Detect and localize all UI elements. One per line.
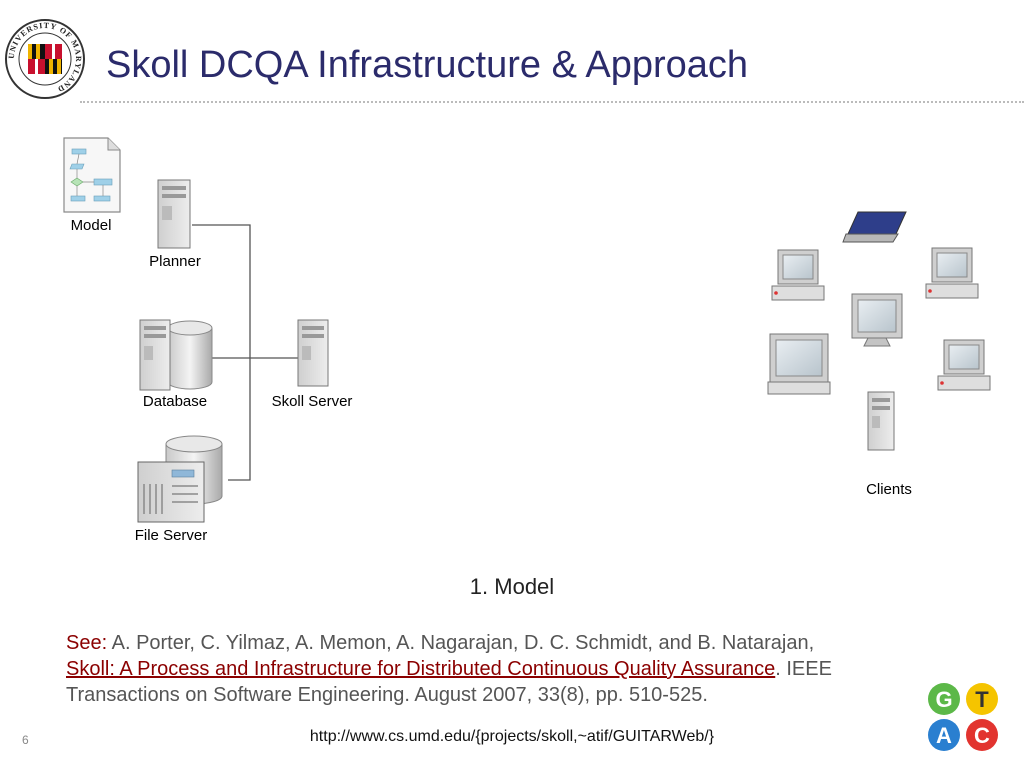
- model-label: Model: [71, 217, 112, 234]
- client-laptop-icon: [842, 211, 907, 243]
- planner-server-icon: [157, 179, 191, 249]
- database-server-icon: [139, 319, 213, 391]
- client-desktop-icon: [771, 249, 825, 301]
- file-server-label: File Server: [135, 527, 208, 544]
- gtac-letter-a: A: [936, 723, 952, 748]
- client-tower-icon: [867, 391, 895, 451]
- gtac-letter-c: C: [974, 723, 990, 748]
- citation-authors: A. Porter, C. Yilmaz, A. Memon, A. Nagar…: [111, 632, 815, 654]
- slide-title: Skoll DCQA Infrastructure & Approach: [106, 44, 749, 86]
- see-label: See:: [66, 632, 108, 654]
- gtac-letter-t: T: [975, 687, 989, 712]
- paper-title-link[interactable]: Skoll: A Process and Infrastructure for …: [66, 658, 776, 680]
- university-seal-logo: UNIVERSITY OF MARYLAND: [5, 19, 85, 99]
- gtac-letter-g: G: [935, 687, 952, 712]
- footer-url: http://www.cs.umd.edu/{projects/skoll,~a…: [309, 728, 715, 745]
- citation-venue: . IEEE Transactions on Software Engineer…: [66, 658, 832, 706]
- diagram-caption: 1. Model: [469, 574, 555, 599]
- planner-label: Planner: [149, 253, 201, 270]
- skoll-server-label: Skoll Server: [272, 393, 353, 410]
- citation: See: A. Porter, C. Yilmaz, A. Memon, A. …: [66, 630, 946, 708]
- clients-label: Clients: [866, 481, 912, 498]
- file-server-icon: [137, 435, 223, 523]
- client-desktop-icon: [925, 247, 979, 299]
- architecture-diagram: Model Planner Database Skoll Server File…: [63, 137, 991, 544]
- title-divider: [80, 101, 1024, 103]
- skoll-server-icon: [297, 319, 329, 387]
- database-label: Database: [143, 393, 207, 410]
- client-desktop-icon: [937, 339, 991, 391]
- client-desktop-icon: [767, 333, 831, 395]
- gtac-logo: G T A C: [928, 683, 998, 751]
- model-document-icon: [63, 137, 121, 213]
- page-number: 6: [22, 733, 29, 747]
- network-connector-lines: [192, 224, 298, 481]
- client-desktop-icon: [851, 293, 903, 347]
